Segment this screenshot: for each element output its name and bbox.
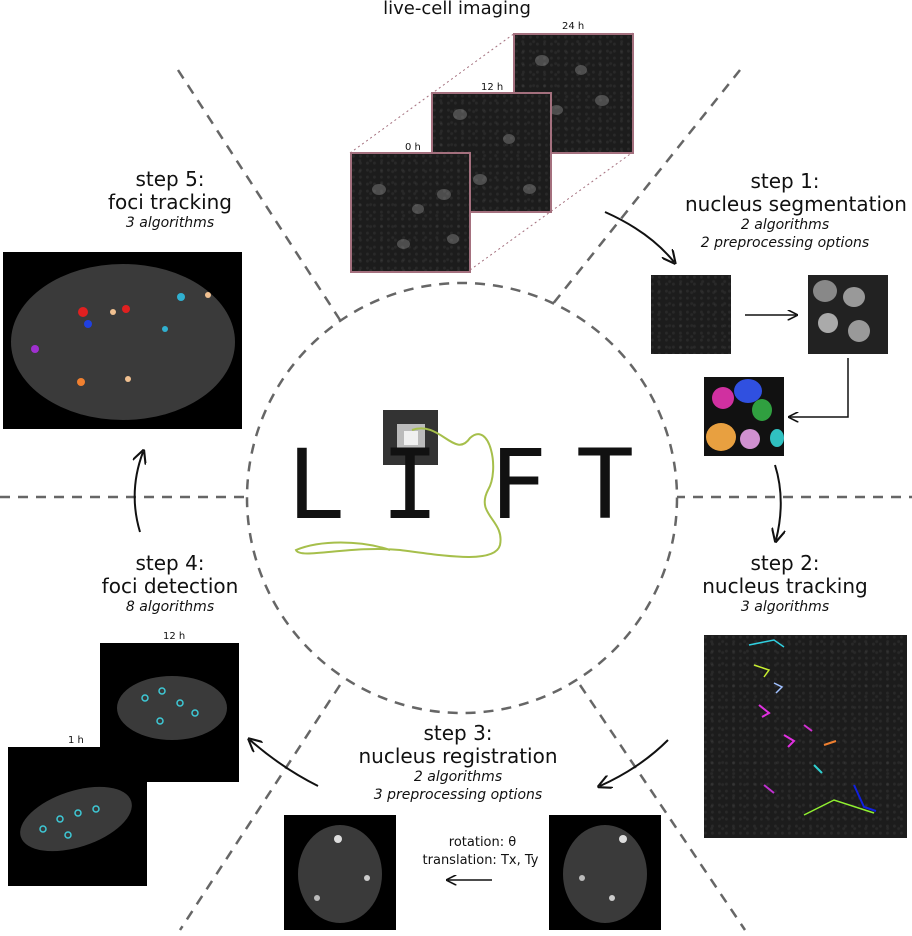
- logo-letter-f: F: [489, 429, 547, 541]
- nucleus-tracking-image: [704, 635, 907, 838]
- logo-letter-l: L: [287, 429, 345, 541]
- step1-title: step 1: nucleus segmentation 2 algorithm…: [685, 169, 907, 252]
- foci-detection-1h-image: [8, 747, 147, 886]
- spoke-bottom-left: [178, 684, 342, 931]
- spoke-bottom-right: [578, 684, 747, 931]
- stack-label-12h: 12 h: [481, 82, 504, 93]
- arrow-to-step1: [604, 211, 674, 262]
- registration-input-image: [549, 815, 661, 930]
- step3-title: step 3: nucleus registration 2 algorithm…: [358, 721, 558, 804]
- arrow-to-step3: [600, 739, 669, 786]
- stack-label-24h: 24 h: [562, 21, 585, 32]
- spoke-top-left: [176, 69, 342, 321]
- arrow-seg-result: [790, 358, 849, 417]
- foci-detection-1h-nucleus: [20, 786, 132, 852]
- foci-tracking-nucleus: [11, 264, 235, 420]
- detection-label-12h: 12 h: [163, 631, 186, 642]
- arrow-to-step4: [250, 740, 319, 787]
- stack-label-0h: 0 h: [405, 142, 421, 153]
- detection-label-1h: 1 h: [68, 735, 84, 746]
- segmentation-raw-image: [651, 275, 731, 354]
- stack-frame-0h: [350, 152, 471, 273]
- registration-output-image: [284, 815, 396, 930]
- registration-rotation: rotation: θ: [448, 835, 517, 850]
- step5-title: step 5: foci tracking 3 algorithms: [107, 167, 232, 232]
- step2-title: step 2: nucleus tracking 3 algorithms: [702, 551, 868, 616]
- segmentation-result-image: [704, 377, 784, 456]
- tracking-trajectories: [748, 639, 877, 816]
- segmentation-preprocessed-image: [808, 275, 888, 354]
- foci-detection-12h-nucleus: [117, 676, 227, 740]
- foci-tracking-image: [3, 252, 242, 429]
- step4-title: step 4: foci detection 8 algorithms: [101, 551, 239, 616]
- header-title: live-cell imaging: [383, 0, 531, 19]
- arrow-to-step2: [775, 464, 781, 540]
- arrow-to-step5: [135, 452, 143, 533]
- logo-letter-t: T: [576, 429, 634, 541]
- registration-translation: translation: Tx, Ty: [422, 853, 539, 868]
- logo-letter-i: I: [381, 429, 439, 541]
